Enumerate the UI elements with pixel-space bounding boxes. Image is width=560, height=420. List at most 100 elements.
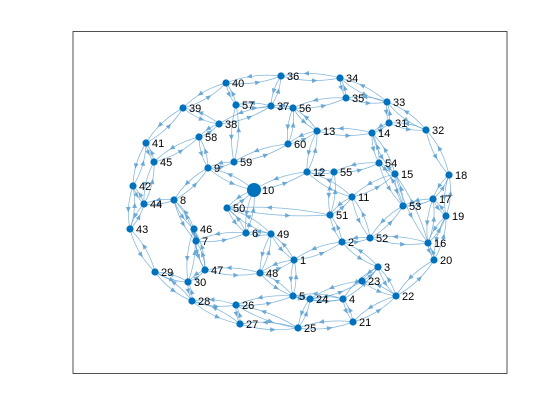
node-label: 57 (242, 100, 254, 112)
arrow-24-5 (299, 294, 306, 299)
graph-node (179, 104, 187, 112)
arrow-40-57 (226, 91, 231, 98)
arrow-38-58 (205, 125, 212, 131)
arrow-16-15 (410, 198, 416, 205)
graph-node (399, 202, 407, 210)
arrow-7-8 (185, 214, 190, 221)
arrow-8-46 (179, 213, 185, 220)
edge-24-23 (309, 280, 363, 300)
edge-13-14 (316, 130, 373, 136)
edge-58-45 (153, 136, 200, 163)
graph-node (126, 225, 134, 233)
arrow-47-7 (201, 251, 206, 258)
arrow-12-55 (318, 171, 324, 177)
arrow-16-52 (392, 234, 398, 240)
edge-2-1 (293, 241, 343, 261)
arrow-15-16 (407, 212, 413, 219)
arrow-42-44 (133, 192, 139, 198)
graph-node (383, 98, 391, 106)
arrow-54-53 (386, 185, 391, 192)
node-label: 41 (152, 138, 164, 150)
edge-59-60 (233, 143, 289, 163)
arrow-10-12 (281, 181, 288, 187)
graph-node (142, 139, 150, 147)
node-label: 3 (384, 262, 390, 274)
arrow-3-4 (354, 278, 360, 285)
edge-26-25 (235, 304, 299, 329)
node-label: 23 (368, 276, 380, 288)
graph-node (385, 119, 393, 127)
arrow-28-29 (171, 280, 177, 286)
arrow-9-10 (229, 180, 236, 185)
arrow-48-49 (265, 249, 271, 256)
arrow-7-47 (195, 253, 200, 260)
arrow-53-54 (391, 177, 396, 184)
node-label: 19 (452, 211, 464, 223)
arrow-27-26 (238, 312, 243, 318)
edge-9-8 (173, 167, 209, 201)
arrow-21-25 (318, 319, 325, 324)
node-label: 24 (316, 294, 328, 306)
edge-38-37 (218, 105, 272, 125)
arrow-28-27 (214, 313, 221, 319)
edge-16-52 (369, 236, 429, 244)
edge-36-34 (280, 75, 341, 81)
arrow-3-2 (357, 249, 364, 254)
arrow-50-10 (239, 198, 245, 204)
node-label: 44 (150, 199, 162, 211)
arrow-46-30 (184, 255, 190, 262)
arrow-15-53 (393, 188, 399, 195)
graph-node (150, 158, 158, 166)
arrow-52-11 (361, 211, 367, 218)
arrow-26-27 (233, 311, 238, 317)
graph-node (313, 127, 321, 135)
graph-node (140, 200, 148, 208)
graph-node (336, 74, 344, 82)
graph-node (442, 212, 450, 220)
edge-18-32 (425, 129, 450, 176)
edge-15-11 (351, 173, 396, 198)
edge-11-15 (351, 173, 396, 198)
arrow-30-29 (168, 272, 175, 278)
graph-node (348, 193, 356, 201)
arrow-16-17 (431, 216, 437, 222)
graph-node (151, 268, 159, 276)
node-label: 36 (287, 71, 299, 83)
arrow-18-17 (437, 182, 443, 189)
arrow-53-52 (380, 218, 386, 224)
arrow-5-26 (257, 294, 263, 300)
arrow-52-53 (387, 220, 393, 226)
edge-15-14 (371, 132, 396, 175)
node-label: 55 (340, 167, 352, 179)
arrow-12-11 (327, 185, 334, 191)
edge-29-28 (154, 271, 193, 302)
graph-node (222, 79, 230, 87)
node-label: 31 (395, 118, 407, 130)
arrow-14-15 (378, 154, 384, 160)
edge-34-33 (339, 77, 388, 103)
arrow-13-14 (345, 133, 351, 139)
arrow-14-13 (338, 125, 344, 131)
arrow-47-46 (200, 243, 205, 250)
edge-60-59 (233, 143, 289, 163)
arrow-39-38 (198, 116, 205, 121)
node-label: 54 (385, 158, 397, 170)
graph-node (368, 129, 376, 137)
edge-32-33 (386, 101, 427, 131)
node-label: 15 (401, 169, 413, 181)
edge-14-13 (316, 128, 373, 134)
arrow-55-51 (326, 192, 332, 199)
arrow-6-50 (235, 216, 242, 222)
arrow-32-18 (432, 153, 438, 160)
node-label: 14 (378, 128, 390, 140)
arrow-2-1 (311, 245, 318, 251)
arrow-56-13 (300, 118, 307, 124)
edge-54-55 (333, 162, 380, 173)
arrow-39-40 (205, 95, 212, 101)
edge-25-26 (235, 304, 299, 329)
arrow-26-25 (267, 318, 274, 323)
arrow-31-14 (377, 123, 384, 129)
graph-node (290, 256, 298, 264)
